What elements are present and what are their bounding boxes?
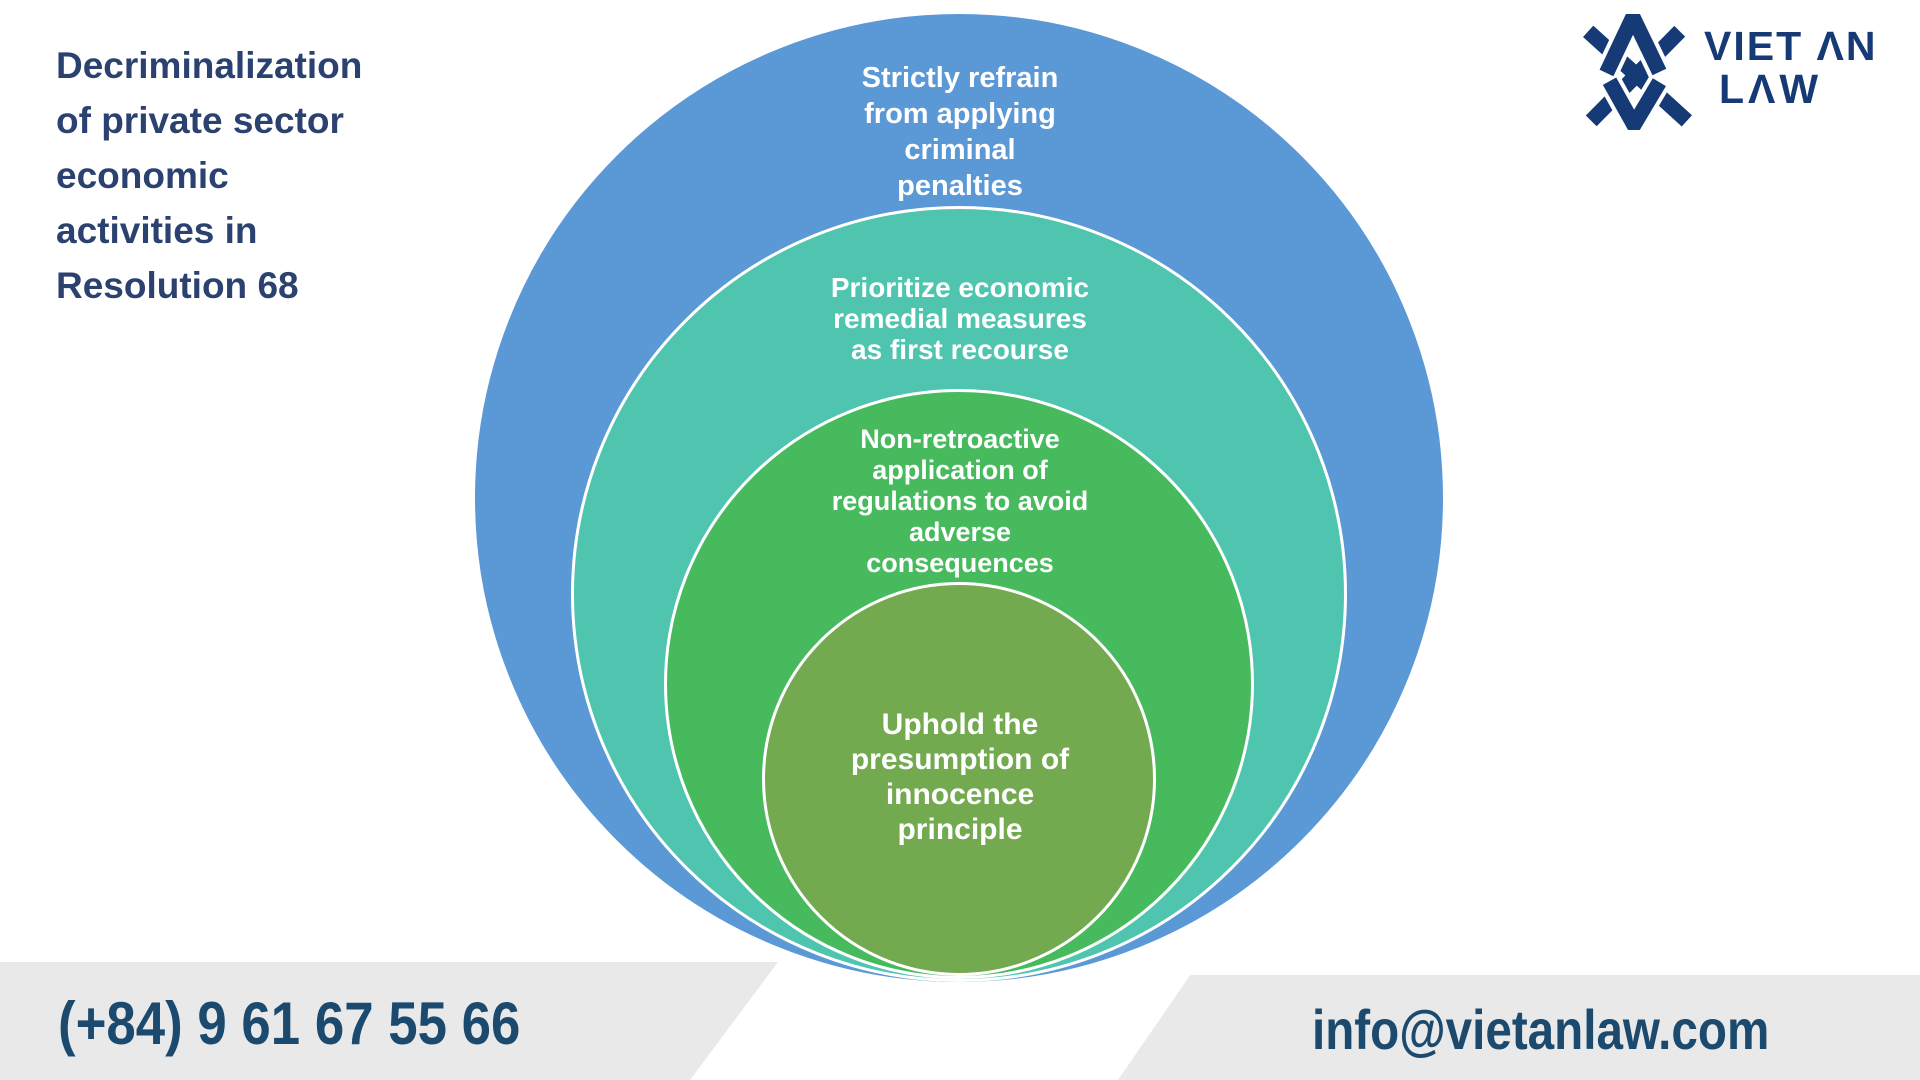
label-line: penalties xyxy=(897,170,1023,202)
page-title-line: of private sector xyxy=(56,100,344,141)
page-title-line: Resolution 68 xyxy=(56,265,299,306)
label-line: Prioritize economic xyxy=(830,272,1090,303)
label-line: Non-retroactive xyxy=(860,424,1060,454)
label-presumption-innocence: Uphold the presumption of innocence prin… xyxy=(660,707,1260,847)
footer-left-bar xyxy=(0,962,778,1080)
label-line: consequences xyxy=(866,548,1054,578)
logo-wordmark: VIET ΛN LΛW xyxy=(1704,14,1877,110)
vietan-law-logo: VIET ΛN LΛW xyxy=(1582,14,1877,130)
label-line: Strictly refrain xyxy=(861,62,1059,94)
label-line: remedial measures xyxy=(833,303,1087,334)
label-line: from applying xyxy=(864,98,1056,130)
label-line: regulations to avoid xyxy=(831,486,1089,516)
label-line: innocence xyxy=(885,778,1035,811)
logo-wordmark-line2: LΛW xyxy=(1719,66,1823,112)
label-prioritize-remedial: Prioritize economic remedial measures as… xyxy=(660,272,1260,365)
label-non-retroactive: Non-retroactive application of regulatio… xyxy=(660,424,1260,579)
label-line: criminal xyxy=(904,134,1016,166)
label-line: as first recourse xyxy=(851,334,1069,365)
label-line: Uphold the xyxy=(881,708,1039,741)
page-title-line: Decriminalization xyxy=(56,45,363,86)
email-address: info@vietanlaw.com xyxy=(1312,998,1770,1061)
footer-right-bar xyxy=(1118,975,1920,1080)
label-line: adverse xyxy=(908,517,1012,547)
label-line: principle xyxy=(897,813,1023,846)
phone-number: (+84) 9 61 67 55 66 xyxy=(58,990,521,1057)
page-title: Decriminalization of private sector econ… xyxy=(56,38,362,313)
label-line: application of xyxy=(872,455,1048,485)
label-strictly-refrain: Strictly refrain from applying criminal … xyxy=(660,60,1260,204)
label-line: presumption of xyxy=(850,743,1070,776)
circle-presumption-innocence xyxy=(762,582,1156,976)
logo-wordmark-line1: VIET ΛN xyxy=(1704,23,1878,69)
page-title-line: activities in xyxy=(56,210,258,251)
vietan-law-monogram-icon xyxy=(1583,14,1692,130)
page-title-line: economic xyxy=(56,155,229,196)
